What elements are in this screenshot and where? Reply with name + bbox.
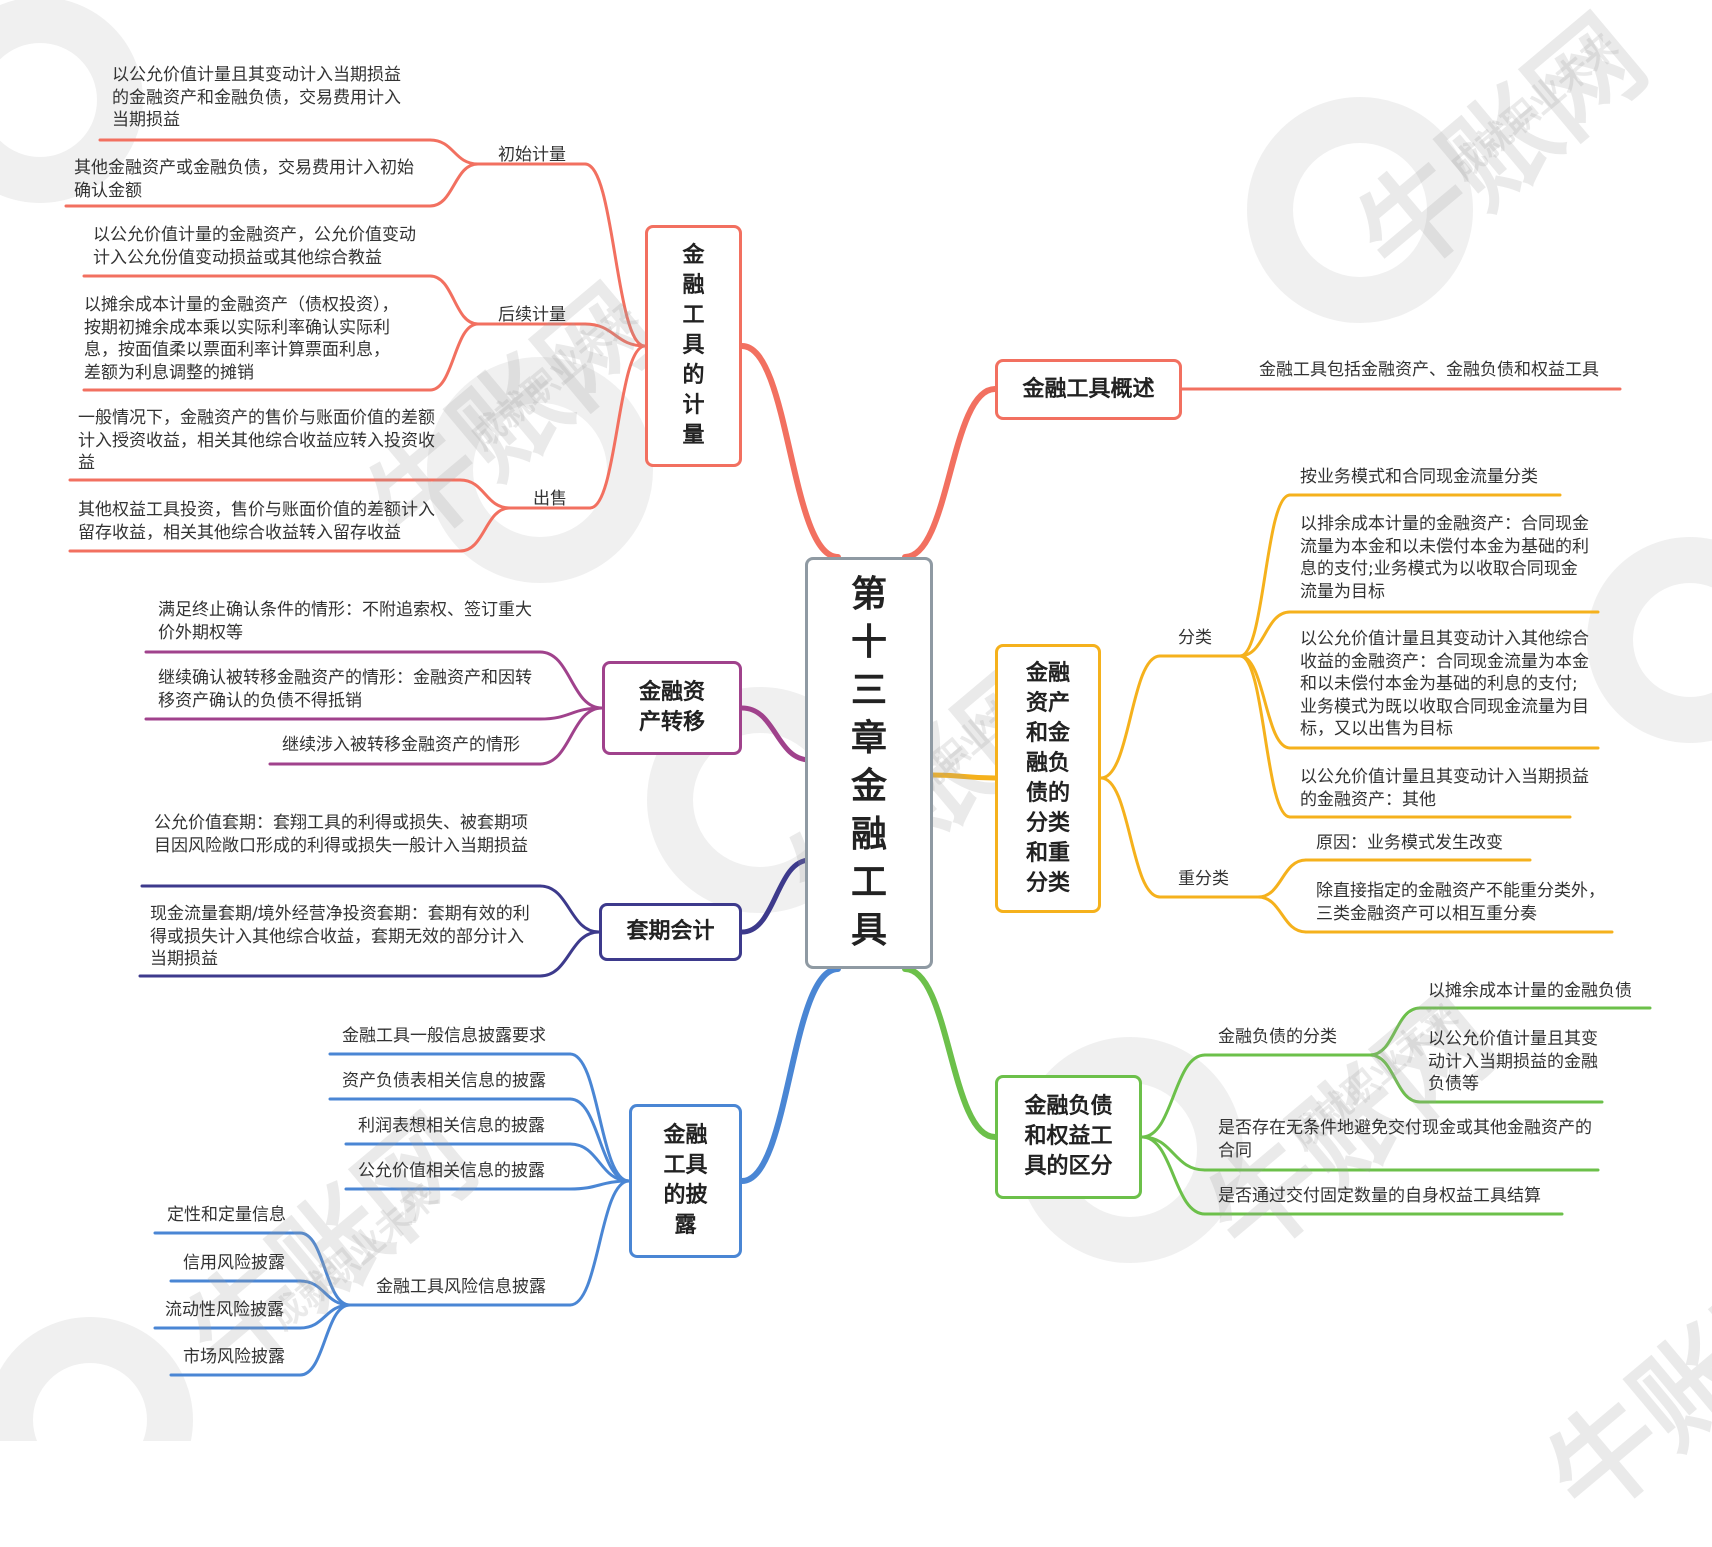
connector <box>538 884 601 934</box>
topic-measurement-title: 金融工具的计量 <box>682 243 705 448</box>
leaf-risk-3[interactable]: 流动性风险披露 <box>165 1300 284 1320</box>
connector <box>428 322 480 392</box>
connector-layer <box>64 138 1652 1377</box>
leaf-hedge-2[interactable]: 现金流量套期/境外经营净投资套期：套期有效的利得或损失计入其他综合收益，套期无效… <box>150 904 530 969</box>
connector <box>568 1052 631 1183</box>
leaf-disclosure-1[interactable]: 金融工具一般信息披露要求 <box>342 1026 546 1046</box>
subtopic-initial-measurement[interactable]: 初始计量 <box>498 145 566 165</box>
connector <box>298 1303 352 1377</box>
connector <box>1099 654 1162 780</box>
connector <box>1256 858 1308 899</box>
connector <box>1238 610 1292 658</box>
subtopic-risk-disclosure[interactable]: 金融工具风险信息披露 <box>376 1277 546 1297</box>
connector <box>568 1179 631 1307</box>
connector <box>1238 654 1292 819</box>
leaf-sale-1[interactable]: 一般情况下，金融资产的售价与账面价值的差额计入授资收益，相关其他综合收益应转入投… <box>78 408 435 473</box>
leaf-transfer-3[interactable]: 继续涉入被转移金融资产的情形 <box>282 735 520 755</box>
leaf-initial-1[interactable]: 以公允价值计量且其变动计入当期损益的金融资产和金融负债，交易费用计入当期损益 <box>112 65 401 130</box>
watermark-logo-ring <box>0 1317 193 1441</box>
leaf-risk-1[interactable]: 定性和定量信息 <box>167 1205 286 1225</box>
connector-root-transfer <box>739 705 813 763</box>
watermark-logo-ring <box>1587 537 1712 743</box>
topic-transfer-title: 金融资产转移 <box>638 680 705 735</box>
connector <box>1099 776 1162 899</box>
leaf-initial-2[interactable]: 其他金融资产或金融负债，交易费用计入初始确认金额 <box>74 158 414 201</box>
leaf-distinction-1[interactable]: 是否存在无条件地避免交付现金或其他金融资产的合同 <box>1218 1118 1592 1161</box>
connector <box>458 506 512 553</box>
topic-transfer[interactable]: 金融资产转移 <box>602 661 742 755</box>
connector <box>1238 493 1292 658</box>
connector-root-disclosure <box>739 966 841 1184</box>
leaf-disclosure-4[interactable]: 公允价值相关信息的披露 <box>358 1161 545 1181</box>
leaf-reclassify-1[interactable]: 原因：业务模式发生改变 <box>1316 833 1503 853</box>
connector <box>458 478 512 510</box>
topic-measurement[interactable]: 金融工具的计量 <box>645 225 742 467</box>
subtopic-sale[interactable]: 出售 <box>533 489 567 509</box>
root-topic[interactable]: 第十三章金融工具 <box>805 557 933 969</box>
leaf-reclassify-2[interactable]: 除直接指定的金融资产不能重分类外，三类金融资产可以相互重分奏 <box>1316 881 1605 924</box>
leaf-disclosure-3[interactable]: 利润表想相关信息的披露 <box>358 1116 545 1136</box>
leaf-overview-1[interactable]: 金融工具包括金融资产、金融负债和权益工具 <box>1259 360 1599 380</box>
subtopic-reclassify[interactable]: 重分类 <box>1178 869 1229 889</box>
topic-disclosure-title: 金融工具的披露 <box>663 1123 708 1238</box>
connector <box>568 1179 631 1191</box>
leaf-distinction-2[interactable]: 是否通过交付固定数量的自身权益工具结算 <box>1218 1186 1541 1206</box>
leaf-liability-1[interactable]: 以摊余成本计量的金融负债 <box>1428 981 1632 1001</box>
connector-root-classification <box>930 772 998 781</box>
leaf-liability-2[interactable]: 以公允价值计量且其变动计入当期损益的金融负债等 <box>1428 1029 1598 1094</box>
connector <box>1368 1006 1422 1057</box>
leaf-hedge-1[interactable]: 公允价值套期：套翔工具的利得或损失、被套期项目因风险敞口形成的利得或损失一般计入… <box>154 813 528 856</box>
leaf-sale-2[interactable]: 其他权益工具投资，售价与账面价值的差额计入留存收益，相关其他综合收益转入留存收益 <box>78 500 435 543</box>
topic-overview[interactable]: 金融工具概述 <box>995 359 1182 420</box>
connector <box>588 344 647 510</box>
topic-classification[interactable]: 金融资产和金融负债的分类和重分类 <box>995 644 1101 913</box>
leaf-classify-1[interactable]: 按业务模式和合同现金流量分类 <box>1300 467 1538 487</box>
topic-classification-title: 金融资产和金融负债的分类和重分类 <box>1025 660 1070 896</box>
connector <box>428 138 480 166</box>
topic-distinction-title: 金融负债和权益工具的区分 <box>1024 1094 1113 1179</box>
connector <box>538 930 601 978</box>
topic-disclosure[interactable]: 金融工具的披露 <box>629 1104 742 1258</box>
topic-overview-title: 金融工具概述 <box>1022 376 1155 402</box>
watermark-logo-ring <box>427 357 653 583</box>
connector-root-hedge <box>739 857 813 935</box>
topic-distinction[interactable]: 金融负债和权益工具的区分 <box>995 1075 1142 1199</box>
connector <box>568 1097 631 1183</box>
connector <box>538 650 604 710</box>
leaf-transfer-1[interactable]: 满足终止确认条件的情形：不附追索权、签订重大价外期权等 <box>158 600 532 643</box>
topic-hedge-title: 套期会计 <box>626 919 715 944</box>
mindmap-canvas <box>0 0 1712 1441</box>
leaf-classify-3[interactable]: 以公允价值计量且其变动计入其他综合收益的金融资产：合同现金流量为本金和以未偿付本… <box>1300 629 1589 739</box>
connector <box>1140 1053 1207 1139</box>
connector <box>1256 895 1308 934</box>
connector <box>538 706 604 766</box>
root-title: 第十三章金融工具 <box>850 574 887 951</box>
leaf-subsequent-1[interactable]: 以公允价值计量的金融资产，公允价值变动计入公允份值变动损益或其他综合教益 <box>93 225 416 268</box>
watermark-logo-ring <box>0 0 143 203</box>
leaf-classify-4[interactable]: 以公允价值计量且其变动计入当期损益的金融资产：其他 <box>1300 767 1589 810</box>
connector <box>1368 1053 1422 1104</box>
topic-hedge[interactable]: 套期会计 <box>599 903 742 961</box>
connector <box>428 274 480 326</box>
connector <box>298 1231 352 1307</box>
leaf-classify-2[interactable]: 以排余成本计量的金融资产：合同现金流量为本金和以未偿付本金为基础的利息的支付;业… <box>1300 514 1589 602</box>
connector <box>583 322 647 348</box>
connector <box>583 162 647 348</box>
connector <box>428 162 480 208</box>
leaf-subsequent-2[interactable]: 以摊余成本计量的金融资产（债权投资），按期初摊余成本乘以实际利率确认实际利息，按… <box>84 295 399 383</box>
connector-root-overview <box>902 386 998 560</box>
connector <box>1140 1135 1207 1216</box>
leaf-risk-4[interactable]: 市场风险披露 <box>183 1347 285 1367</box>
subtopic-classify[interactable]: 分类 <box>1178 628 1212 648</box>
leaf-disclosure-2[interactable]: 资产负债表相关信息的披露 <box>342 1071 546 1091</box>
connector-root-measurement <box>739 343 841 560</box>
leaf-transfer-2[interactable]: 继续确认被转移金融资产的情形：金融资产和因转移资产确认的负债不得抵销 <box>158 668 532 711</box>
watermark-logo-ring <box>1247 97 1473 323</box>
connector-root-distinction <box>902 966 998 1140</box>
subtopic-liability-classification[interactable]: 金融负债的分类 <box>1218 1027 1337 1047</box>
subtopic-subsequent-measurement[interactable]: 后续计量 <box>498 305 566 325</box>
leaf-risk-2[interactable]: 信用风险披露 <box>183 1253 285 1273</box>
